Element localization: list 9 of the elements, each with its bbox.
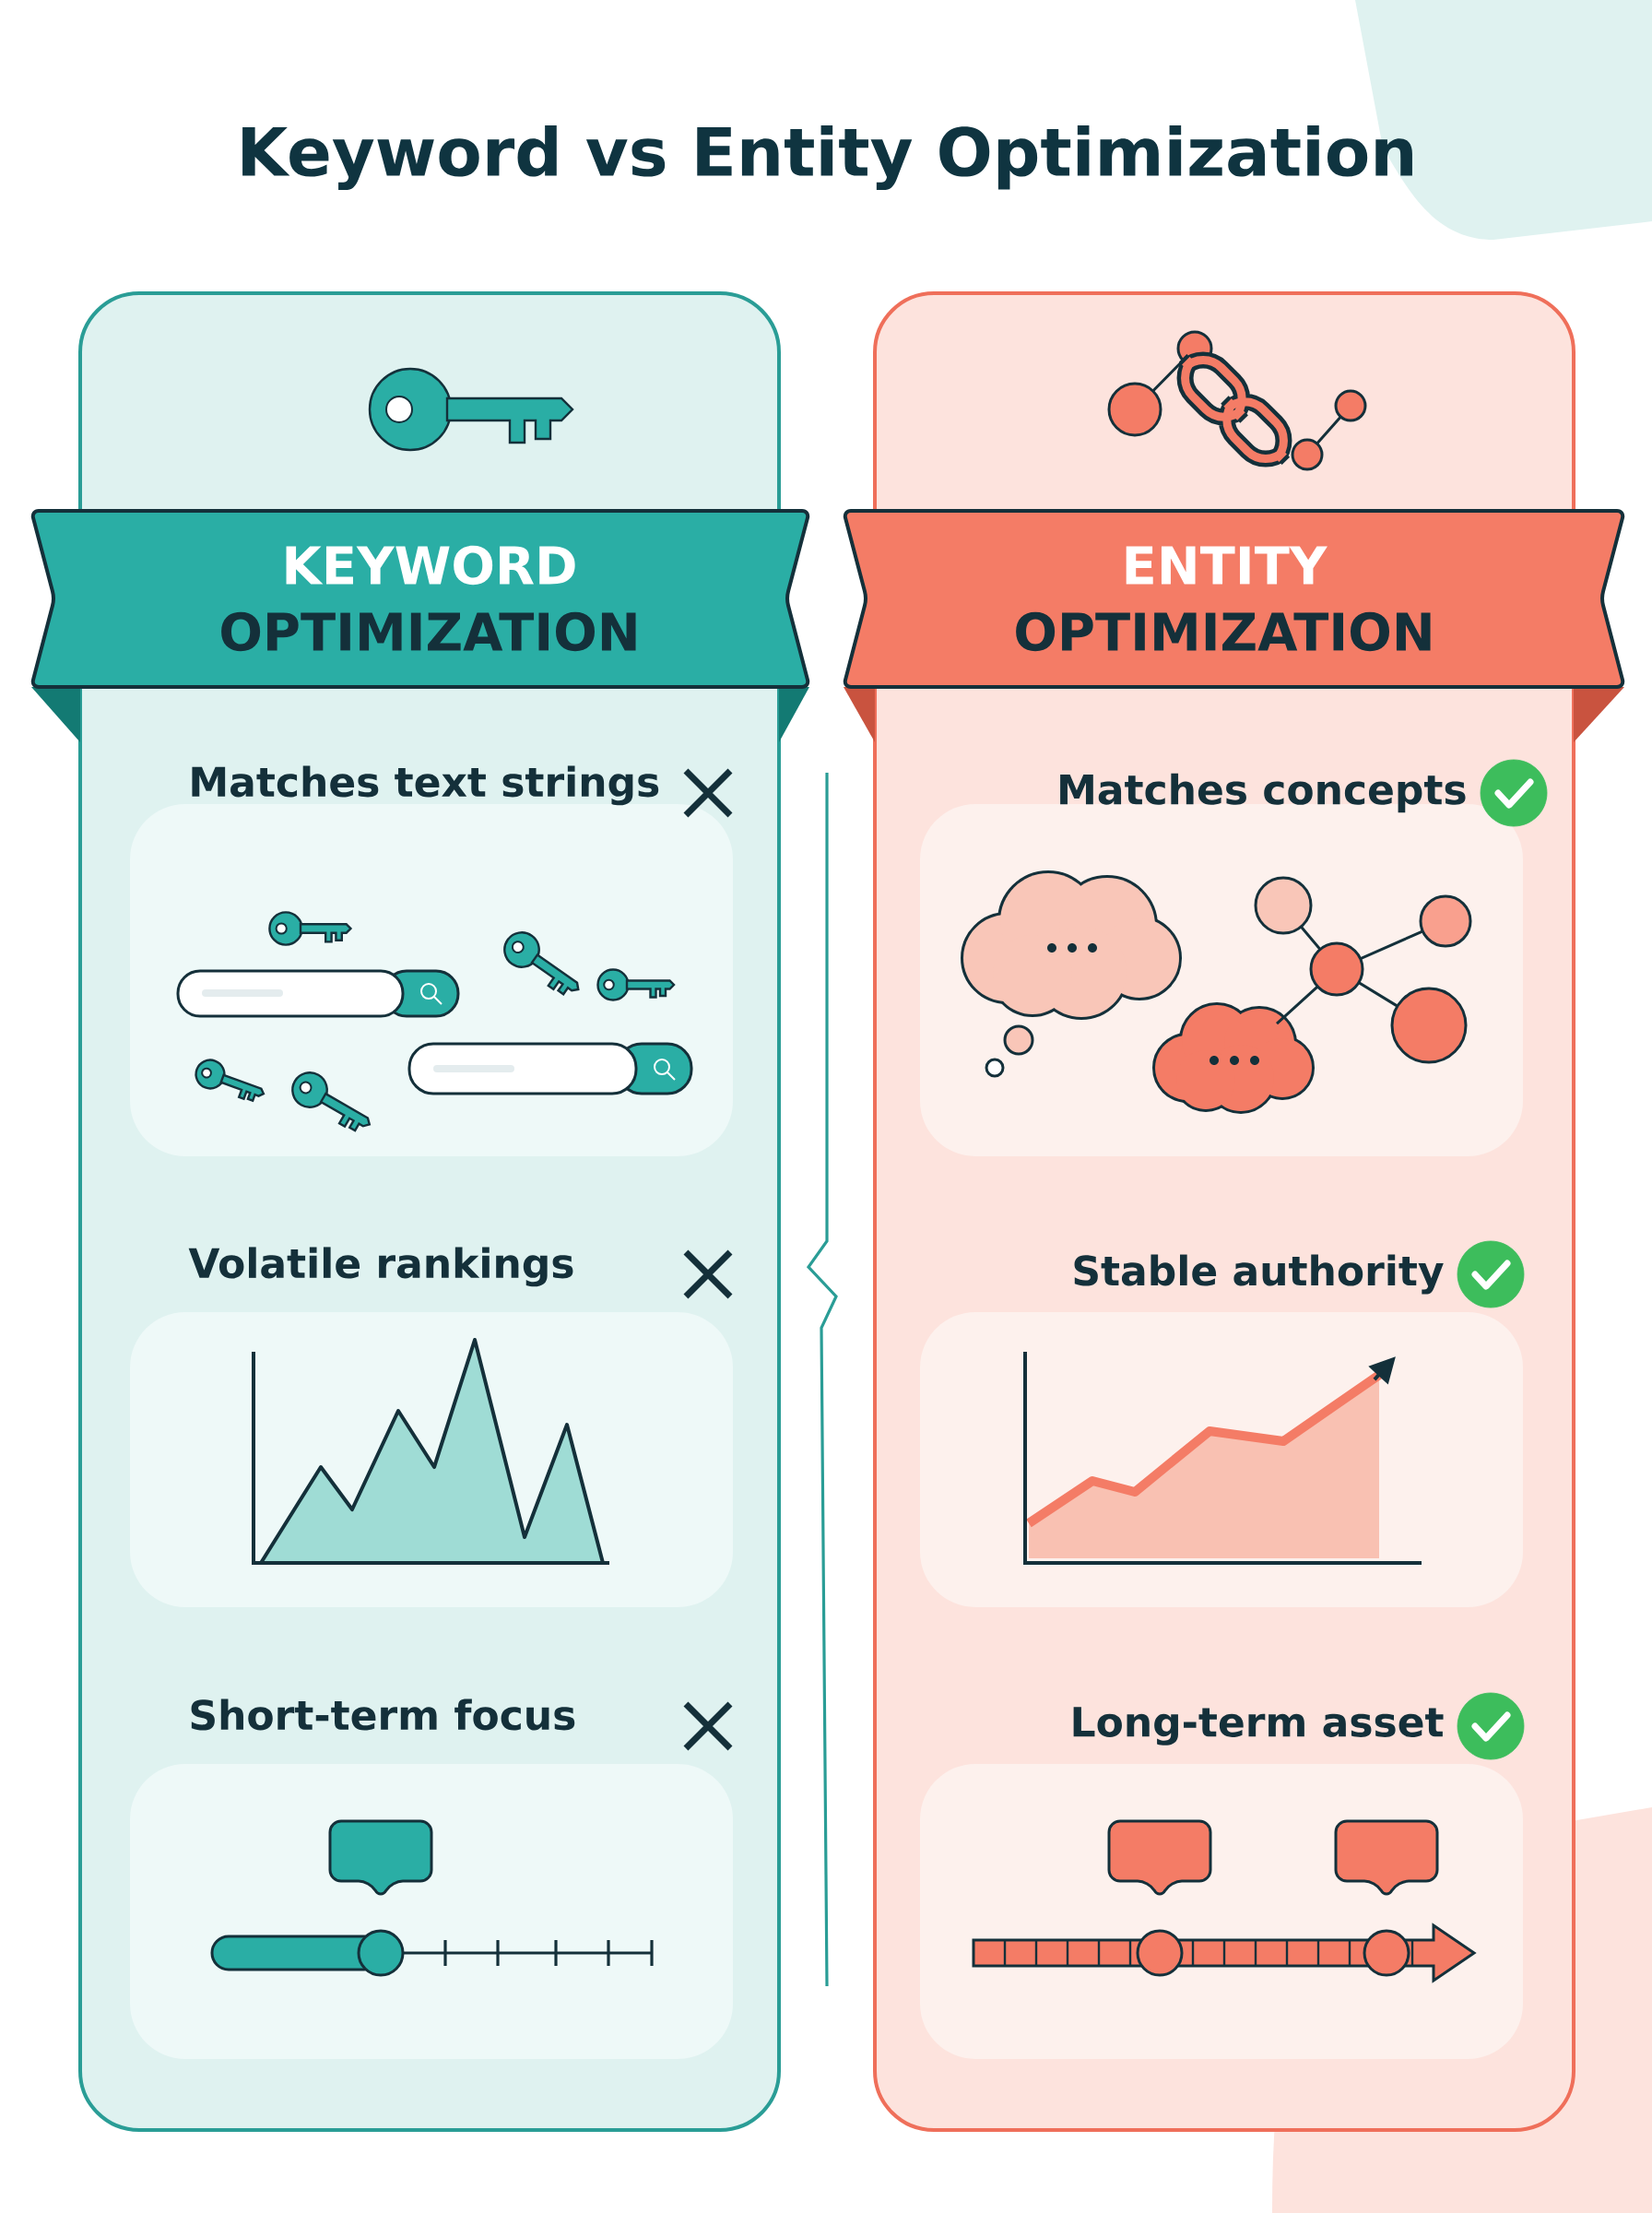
heading: Volatile rankings xyxy=(188,1247,573,1287)
heading: Matches concepts xyxy=(1060,773,1466,813)
banner: KEYWORD OPTIMIZATION xyxy=(30,509,810,742)
heading: Short-term focus xyxy=(191,1698,575,1731)
heading: Matches text strings xyxy=(192,765,659,806)
title: Keyword vs Entity Optimization xyxy=(242,124,1412,191)
heading: Stable authority xyxy=(1074,1254,1444,1295)
heading: Long-term asset xyxy=(1073,1707,1444,1746)
banner: ENTITY OPTIMIZATION xyxy=(843,509,1625,742)
